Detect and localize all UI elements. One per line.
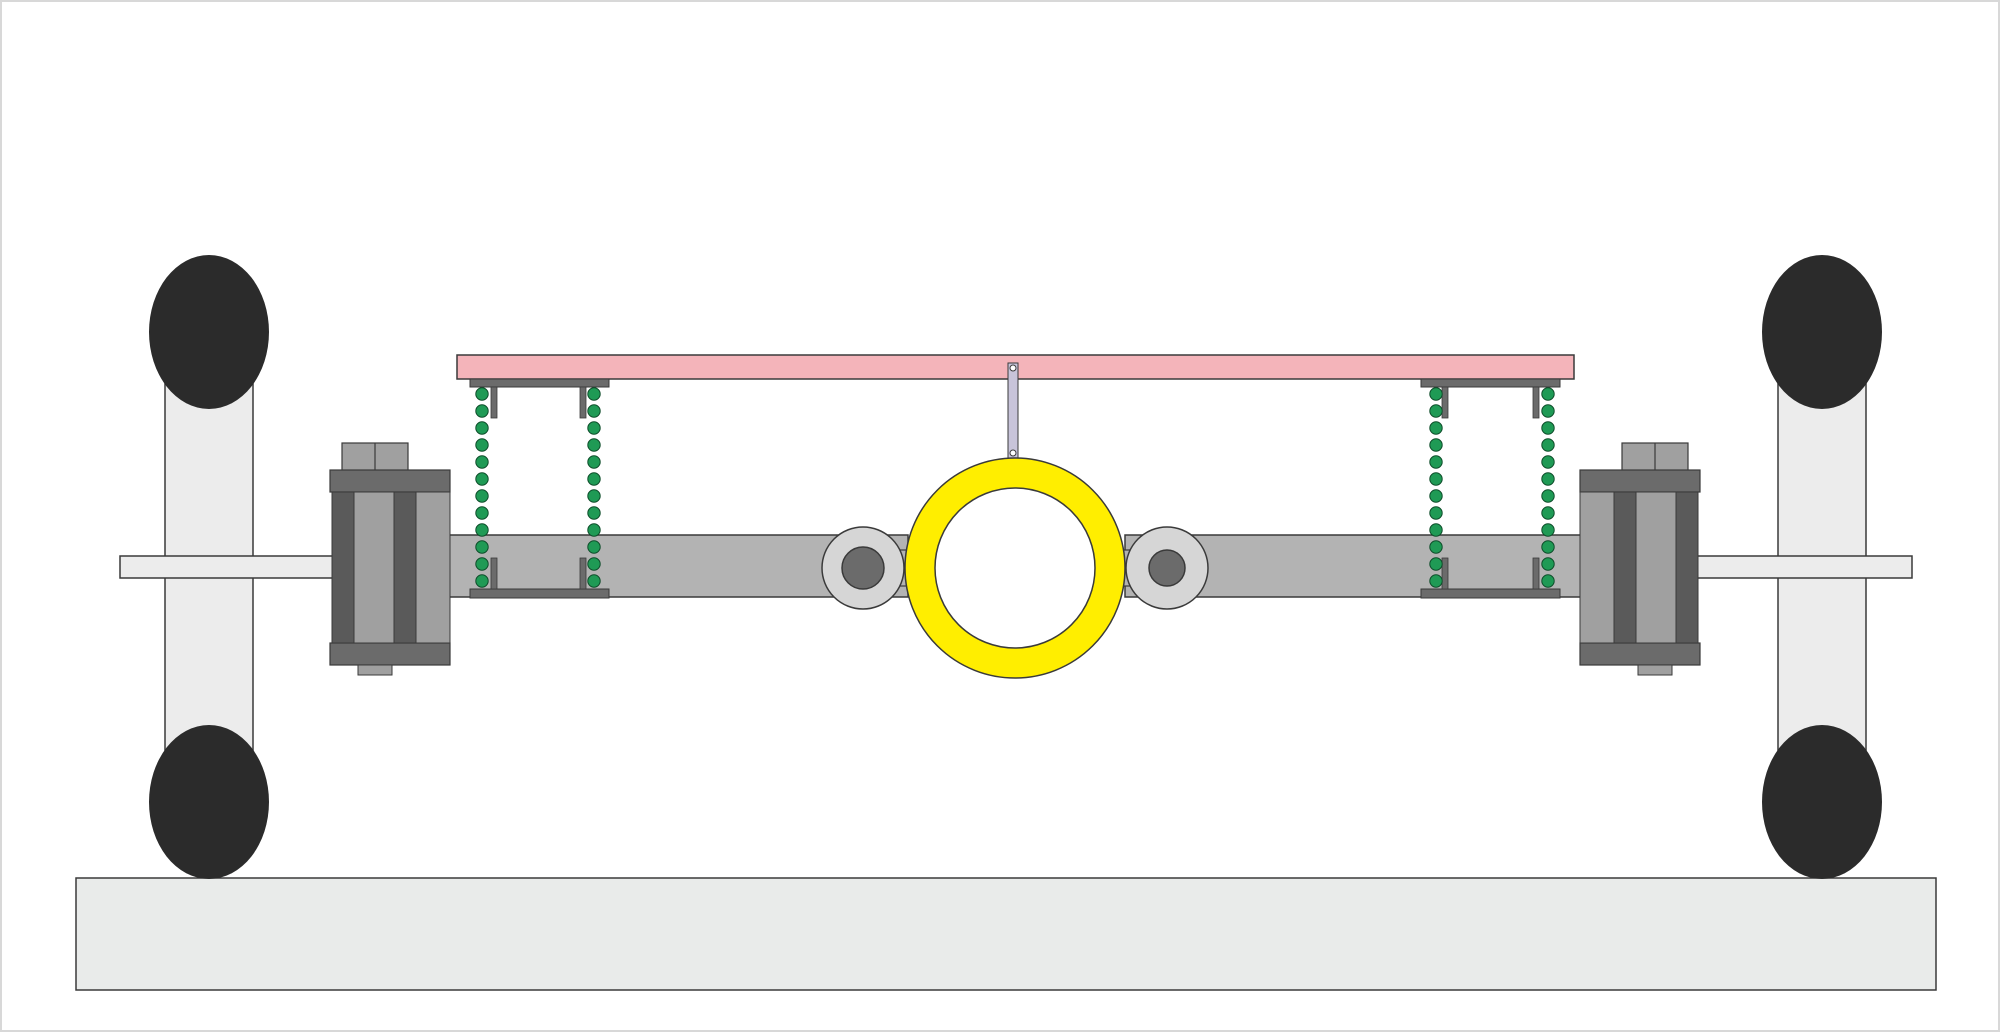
spring-chain-link [1429,387,1443,401]
spring-chain-link [587,404,601,418]
spring-chain-link [1541,557,1555,571]
spring-chain-link [1541,421,1555,435]
spring-chain-link [1429,472,1443,486]
spring-chain-link [475,506,489,520]
spring-chain-link [1541,574,1555,588]
spring-chain-link [1541,404,1555,418]
spring-chain-link [475,574,489,588]
spring-chain-link [587,455,601,469]
spring-chain-link [475,387,489,401]
spring-chain-link [587,540,601,554]
spring-chain-link [1541,387,1555,401]
spring-chain-link [1541,506,1555,520]
spring-chain-link [587,387,601,401]
left-bearing-housing [329,442,451,676]
right-bearing-housing [1579,442,1701,676]
right-hub-bushing [1125,526,1209,610]
left-spring-bracket [469,378,610,599]
spring-chain-link [475,438,489,452]
spring-chain-link [1429,489,1443,503]
spring-chain-link [1541,438,1555,452]
spring-chain-link [587,523,601,537]
spring-chain-link [475,489,489,503]
spring-chain-link [1429,523,1443,537]
spring-chain-link [475,523,489,537]
yellow-ring [904,457,1126,679]
spring-chain-link [1541,523,1555,537]
right-top-wheel [1762,255,1882,409]
spring-chain-link [475,421,489,435]
spring-chain-link [475,455,489,469]
right-bottom-wheel [1762,725,1882,879]
spring-chain-link [1429,438,1443,452]
left-outer-spring-chain [475,387,489,588]
spring-chain-link [587,506,601,520]
spring-chain-link [1541,540,1555,554]
spring-chain-link [1429,455,1443,469]
base-platform [75,877,1937,991]
left-axle-shaft [119,555,336,579]
spring-chain-link [587,438,601,452]
left-hub-bushing [821,526,905,610]
spring-chain-link [1429,557,1443,571]
spring-chain-link [587,421,601,435]
spring-chain-link [475,472,489,486]
right-inner-spring-chain [1429,387,1443,588]
left-top-wheel [149,255,269,409]
left-inner-spring-chain [587,387,601,588]
spring-chain-link [1541,472,1555,486]
spring-chain-link [1429,574,1443,588]
spring-chain-link [475,540,489,554]
spring-chain-link [587,574,601,588]
spring-chain-link [1429,404,1443,418]
right-axle-shaft [1694,555,1913,579]
right-spring-bracket [1420,378,1561,599]
spring-chain-link [1541,489,1555,503]
spring-chain-link [587,472,601,486]
spring-chain-link [1429,421,1443,435]
spring-chain-link [475,404,489,418]
right-outer-spring-chain [1541,387,1555,588]
hanger-rod [1007,362,1019,459]
spring-chain-link [587,489,601,503]
spring-chain-link [1541,455,1555,469]
spring-chain-link [587,557,601,571]
left-bottom-wheel [149,725,269,879]
spring-chain-link [1429,540,1443,554]
spring-chain-link [475,557,489,571]
spring-chain-link [1429,506,1443,520]
